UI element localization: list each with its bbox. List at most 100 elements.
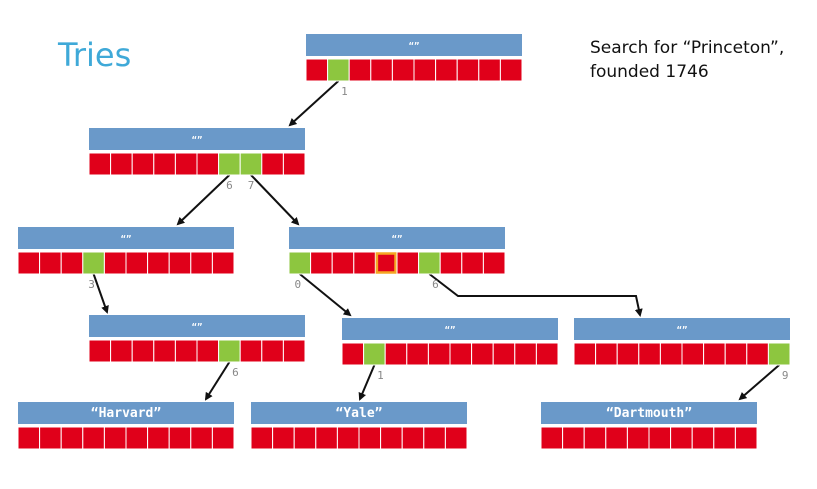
- trie-node-dartmouth: “Dartmouth”: [540, 402, 758, 450]
- node-label: “Yale”: [336, 406, 383, 421]
- null-pointer-cell: [153, 339, 176, 363]
- null-pointer-cell: [439, 251, 463, 275]
- null-pointer-cell: [315, 426, 338, 450]
- child-pointer-cell: [218, 339, 241, 363]
- cell-index-label: 6: [232, 366, 239, 379]
- null-pointer-cell: [211, 426, 235, 450]
- null-pointer-cell: [370, 58, 393, 82]
- null-pointer-cell: [478, 58, 501, 82]
- null-pointer-cell: [103, 251, 127, 275]
- search-note-line2: founded 1746: [590, 62, 709, 82]
- null-pointer-cell: [401, 426, 425, 450]
- null-pointer-cell: [540, 426, 564, 450]
- trie-node-n1: “”: [88, 128, 306, 176]
- node-label: “”: [192, 136, 203, 146]
- node-header: [541, 402, 757, 424]
- child-pointer-cell: [363, 342, 386, 366]
- null-pointer-cell: [103, 426, 127, 450]
- null-pointer-cell: [713, 426, 736, 450]
- edge-n1-n17: [250, 174, 300, 226]
- cell-index-label: 1: [377, 369, 384, 382]
- edge-n1-n16: [176, 174, 231, 226]
- null-pointer-cell: [482, 251, 506, 275]
- child-pointer-cell: [82, 251, 105, 275]
- null-pointer-cell: [427, 342, 451, 366]
- null-pointer-cell: [282, 152, 306, 176]
- child-pointer-cell: [418, 251, 441, 275]
- null-pointer-cell: [444, 426, 468, 450]
- null-pointer-cell: [396, 251, 420, 275]
- node-header: [574, 318, 790, 340]
- cell-index-label: 6: [432, 278, 439, 291]
- child-pointer-cell: [288, 251, 312, 275]
- null-pointer-cell: [196, 152, 220, 176]
- null-pointer-cell: [471, 342, 494, 366]
- search-note-line1: Search for “Princeton”,: [590, 38, 785, 58]
- cell-index-label: 7: [248, 179, 255, 192]
- null-pointer-cell: [196, 339, 220, 363]
- null-pointer-cell: [331, 251, 355, 275]
- null-pointer-cell: [391, 58, 415, 82]
- trie-node-n176: “”: [573, 318, 791, 366]
- null-pointer-cell: [461, 251, 484, 275]
- node-label: “”: [409, 42, 420, 52]
- null-pointer-cell: [384, 342, 408, 366]
- null-pointer-cell: [535, 342, 559, 366]
- null-pointer-cell: [305, 58, 329, 82]
- null-pointer-cell: [239, 339, 263, 363]
- highlighted-cell: [375, 252, 397, 274]
- null-pointer-cell: [449, 342, 473, 366]
- null-pointer-cell: [282, 339, 306, 363]
- edge-n17-n176: [428, 273, 643, 317]
- null-pointer-cell: [261, 339, 284, 363]
- null-pointer-cell: [174, 339, 198, 363]
- null-pointer-cell: [110, 339, 133, 363]
- null-pointer-cell: [211, 251, 235, 275]
- child-pointer-cell: [767, 342, 791, 366]
- nodes-layer: “”“”“”“”“”“”“”“Harvard”“Yale”“Dartmouth”: [17, 34, 791, 450]
- node-header: [89, 128, 305, 150]
- null-pointer-cell: [110, 152, 133, 176]
- node-label: “”: [445, 326, 456, 336]
- edge-n176-dartmouth: [738, 364, 780, 401]
- null-pointer-cell: [499, 58, 523, 82]
- null-pointer-cell: [380, 426, 403, 450]
- null-pointer-cell: [125, 426, 149, 450]
- null-pointer-cell: [595, 342, 618, 366]
- edge-n16-n163: [92, 273, 109, 314]
- null-pointer-cell: [348, 58, 372, 82]
- node-header: [18, 402, 234, 424]
- null-pointer-cell: [573, 342, 597, 366]
- cell-index-label: 6: [226, 179, 233, 192]
- null-pointer-cell: [147, 251, 170, 275]
- null-pointer-cell: [406, 342, 429, 366]
- null-pointer-cell: [131, 339, 155, 363]
- null-pointer-cell: [746, 342, 769, 366]
- null-pointer-cell: [638, 342, 661, 366]
- null-pointer-cell: [261, 152, 284, 176]
- null-pointer-cell: [413, 58, 437, 82]
- slide-title: Tries: [58, 36, 132, 74]
- node-label: “”: [121, 235, 132, 245]
- node-header: [89, 315, 305, 337]
- edge-n163-harvard: [204, 361, 231, 401]
- null-pointer-cell: [605, 426, 628, 450]
- null-pointer-cell: [190, 426, 213, 450]
- null-pointer-cell: [724, 342, 748, 366]
- null-pointer-cell: [88, 339, 112, 363]
- null-pointer-cell: [616, 342, 640, 366]
- null-pointer-cell: [358, 426, 382, 450]
- cell-index-label: 3: [88, 278, 95, 291]
- null-pointer-cell: [168, 251, 192, 275]
- node-header: [251, 402, 467, 424]
- null-pointer-cell: [125, 251, 149, 275]
- null-pointer-cell: [703, 342, 726, 366]
- node-header: [342, 318, 558, 340]
- null-pointer-cell: [336, 426, 360, 450]
- null-pointer-cell: [190, 251, 213, 275]
- trie-node-n163: “”: [88, 315, 306, 363]
- cell-index-label: 9: [782, 369, 789, 382]
- node-header: [18, 227, 234, 249]
